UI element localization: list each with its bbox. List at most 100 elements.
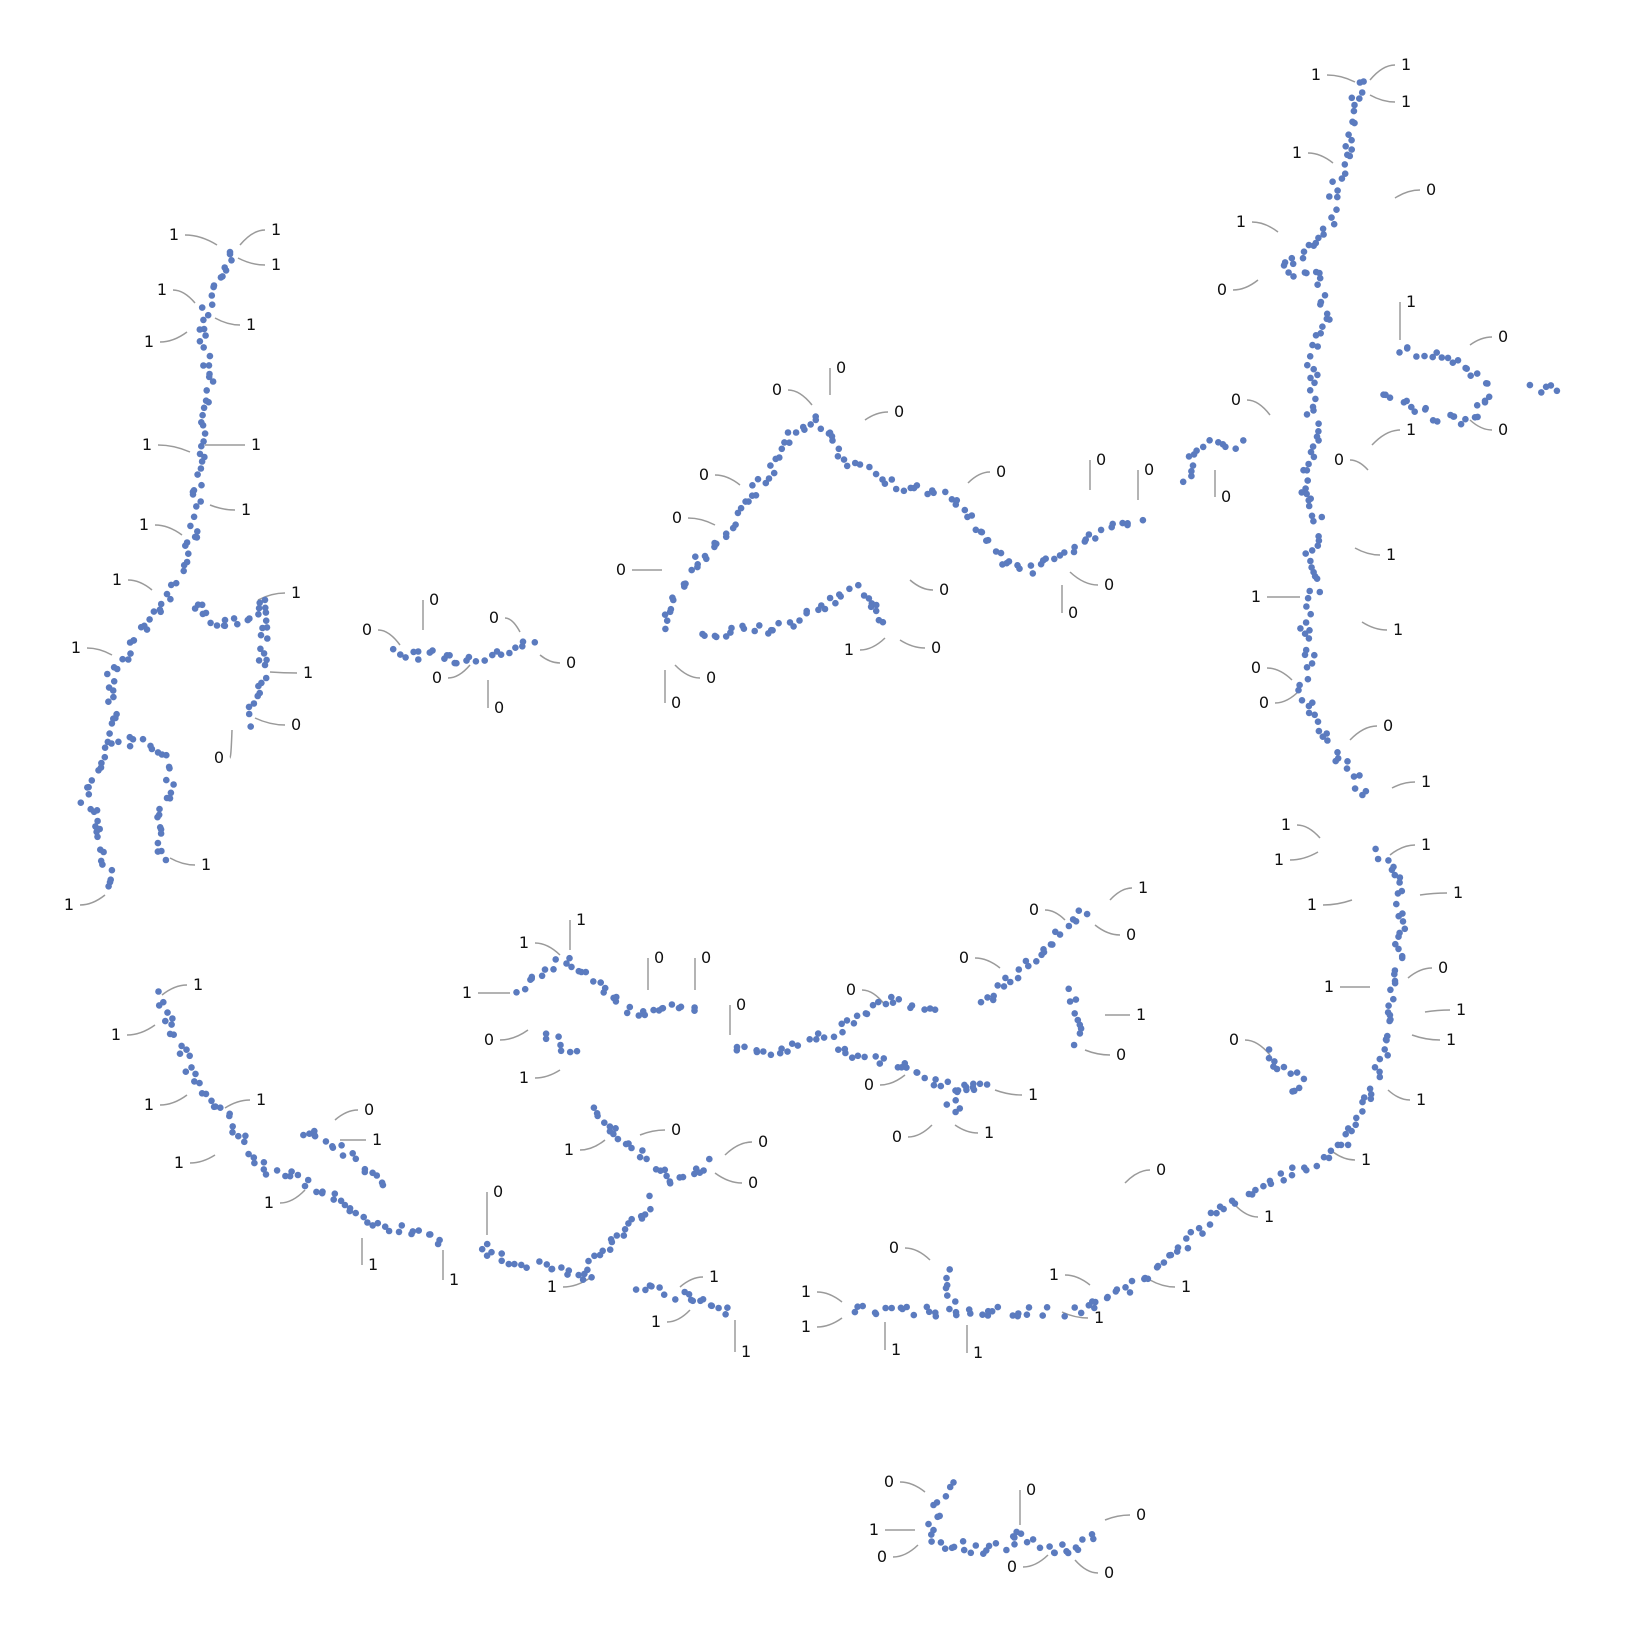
data-point	[209, 378, 217, 385]
data-point	[1398, 954, 1406, 962]
data-point	[1167, 1251, 1175, 1259]
data-point	[1356, 772, 1363, 779]
data-point	[1338, 175, 1346, 182]
data-point	[635, 1012, 643, 1019]
data-point	[1042, 555, 1049, 562]
data-point	[163, 794, 171, 802]
label-leader-line	[279, 1189, 306, 1204]
data-point	[256, 599, 264, 607]
point-label: 1	[1292, 143, 1302, 162]
point-label: 1	[651, 1312, 661, 1331]
data-point	[1390, 995, 1397, 1003]
data-point	[1288, 254, 1296, 262]
data-point	[685, 1291, 693, 1298]
data-point	[286, 1172, 294, 1180]
data-point	[1280, 1063, 1288, 1071]
data-point	[1395, 945, 1402, 953]
data-point	[1082, 536, 1089, 543]
point-label: 1	[869, 1520, 879, 1539]
data-point	[692, 553, 699, 560]
data-point	[880, 1055, 888, 1062]
point-label: 0	[1426, 180, 1436, 199]
data-point	[588, 1274, 595, 1281]
data-point	[1126, 1289, 1134, 1296]
label-leader-line	[724, 1141, 753, 1156]
data-point	[1314, 281, 1321, 289]
point-label: 1	[139, 515, 149, 534]
data-point	[1386, 1017, 1393, 1025]
data-point	[1341, 161, 1349, 168]
data-point	[606, 1123, 614, 1130]
data-point	[1295, 686, 1302, 694]
data-point	[1341, 170, 1349, 177]
data-point	[84, 784, 91, 791]
point-label: 1	[1307, 895, 1317, 914]
label-leader-line	[161, 984, 188, 996]
data-point	[942, 1493, 950, 1500]
data-point	[1385, 1002, 1392, 1009]
data-point	[778, 445, 786, 453]
point-label: 1	[201, 855, 211, 874]
data-point	[352, 1209, 360, 1217]
data-point	[1323, 310, 1331, 318]
data-point	[1462, 415, 1469, 423]
data-point	[1413, 353, 1420, 360]
data-point	[641, 1211, 649, 1218]
data-point	[846, 585, 853, 593]
data-point	[453, 659, 460, 667]
point-label: 1	[1406, 420, 1416, 439]
point-label: 1	[1406, 292, 1416, 311]
data-point	[1076, 1030, 1084, 1037]
data-point	[876, 1060, 884, 1067]
data-point	[1374, 855, 1382, 863]
data-point	[170, 1031, 177, 1038]
data-point	[1092, 535, 1099, 542]
point-label: 0	[846, 980, 856, 999]
data-point	[1473, 402, 1481, 409]
data-point	[1305, 635, 1313, 642]
data-point	[903, 1064, 910, 1071]
data-point	[1342, 143, 1349, 150]
data-point	[1346, 152, 1354, 160]
label-leader-line	[1322, 899, 1353, 906]
data-point	[246, 615, 253, 622]
data-point	[923, 1303, 931, 1311]
point-label: 1	[264, 1193, 274, 1212]
data-point	[715, 1304, 722, 1312]
data-point	[331, 1190, 339, 1197]
data-point	[751, 627, 758, 635]
data-point	[112, 714, 119, 722]
data-point	[1367, 1095, 1375, 1103]
data-point	[1300, 248, 1308, 255]
data-point	[593, 1110, 601, 1117]
data-points	[77, 78, 1561, 1557]
data-point	[1351, 785, 1359, 792]
data-point	[318, 1189, 326, 1197]
data-point	[329, 1144, 337, 1151]
point-label: 1	[157, 280, 167, 299]
data-point	[472, 658, 480, 665]
data-point	[555, 1033, 562, 1040]
data-point	[1184, 1244, 1192, 1252]
point-label: 0	[1251, 658, 1261, 677]
data-point	[402, 654, 409, 661]
data-point	[952, 1308, 960, 1316]
data-point	[596, 1251, 604, 1259]
data-point	[187, 522, 194, 530]
point-label: 1	[144, 332, 154, 351]
data-point	[521, 985, 529, 993]
point-label: 0	[214, 748, 224, 767]
data-point	[163, 751, 170, 759]
data-point	[1353, 1114, 1360, 1122]
data-point	[1017, 1530, 1025, 1537]
data-point	[260, 650, 268, 657]
label-leader-line	[816, 1291, 843, 1303]
data-point	[967, 1310, 974, 1317]
data-point	[941, 1545, 949, 1552]
data-point	[158, 847, 165, 855]
data-point	[713, 540, 720, 548]
data-point	[1358, 89, 1366, 96]
data-point	[925, 1308, 933, 1316]
data-point	[972, 1542, 980, 1549]
data-point	[1343, 765, 1351, 772]
